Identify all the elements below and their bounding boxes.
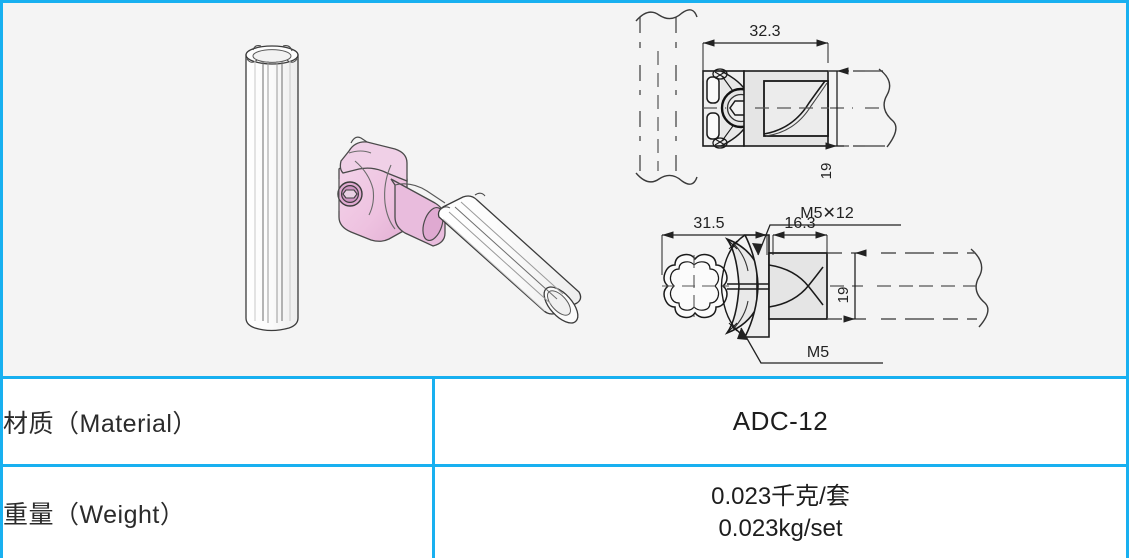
dimension-19-bottom: 19	[835, 249, 867, 323]
bottom-orthographic-view: 31.5 16.3 19 M5✕12	[661, 205, 989, 364]
material-value-cell: ADC-12	[432, 376, 1129, 467]
dimension-31-5-label: 31.5	[693, 215, 724, 232]
material-label-cell: 材质（Material）	[0, 376, 435, 467]
table-row-material: 材质（Material） ADC-12	[0, 376, 1129, 467]
iso-angled-pipe	[437, 192, 582, 324]
weight-value-en: 0.023kg/set	[718, 514, 843, 542]
dimension-16-3: 16.3	[772, 215, 828, 255]
iso-joint-connector	[337, 136, 446, 247]
top-view-mating-pipe	[829, 68, 897, 148]
isometric-assembly-view	[245, 44, 582, 332]
dimension-31-5: 31.5	[661, 215, 768, 275]
top-orthographic-view: 32.3 19	[635, 9, 897, 185]
callout-m5x12: M5✕12	[752, 205, 901, 256]
bottom-view-mating-pipe	[827, 248, 989, 328]
material-label: 材质（Material）	[3, 409, 198, 438]
weight-value-cell: 0.023千克/套 0.023kg/set	[432, 464, 1129, 558]
specification-table: 材质（Material） ADC-12 重量（Weight） 0.023千克/套…	[0, 376, 1129, 558]
technical-drawing-svg: 32.3 19	[245, 9, 989, 364]
callout-m5: M5	[737, 327, 883, 364]
dimension-19-top-label: 19	[818, 163, 835, 180]
top-view-host-pipe	[635, 9, 698, 185]
table-row-weight: 重量（Weight） 0.023千克/套 0.023kg/set	[0, 464, 1129, 558]
dimension-16-3-label: 16.3	[784, 215, 815, 232]
illustration-panel: 32.3 19	[0, 0, 1129, 376]
callout-m5x12-label: M5✕12	[800, 205, 854, 222]
dimension-32-3: 32.3	[702, 23, 829, 81]
weight-label: 重量（Weight）	[3, 500, 186, 529]
dimension-19-top: 19	[818, 67, 849, 180]
dimension-19-bottom-label: 19	[835, 287, 852, 304]
weight-label-cell: 重量（Weight）	[0, 464, 435, 558]
bottom-view-pipe-section	[662, 253, 729, 319]
callout-m5-label: M5	[807, 344, 829, 361]
iso-vertical-pipe	[245, 44, 299, 332]
bottom-view-joint-body	[720, 234, 828, 338]
weight-value-cn: 0.023千克/套	[711, 482, 850, 510]
dimension-32-3-label: 32.3	[749, 23, 780, 40]
material-value: ADC-12	[732, 406, 829, 436]
